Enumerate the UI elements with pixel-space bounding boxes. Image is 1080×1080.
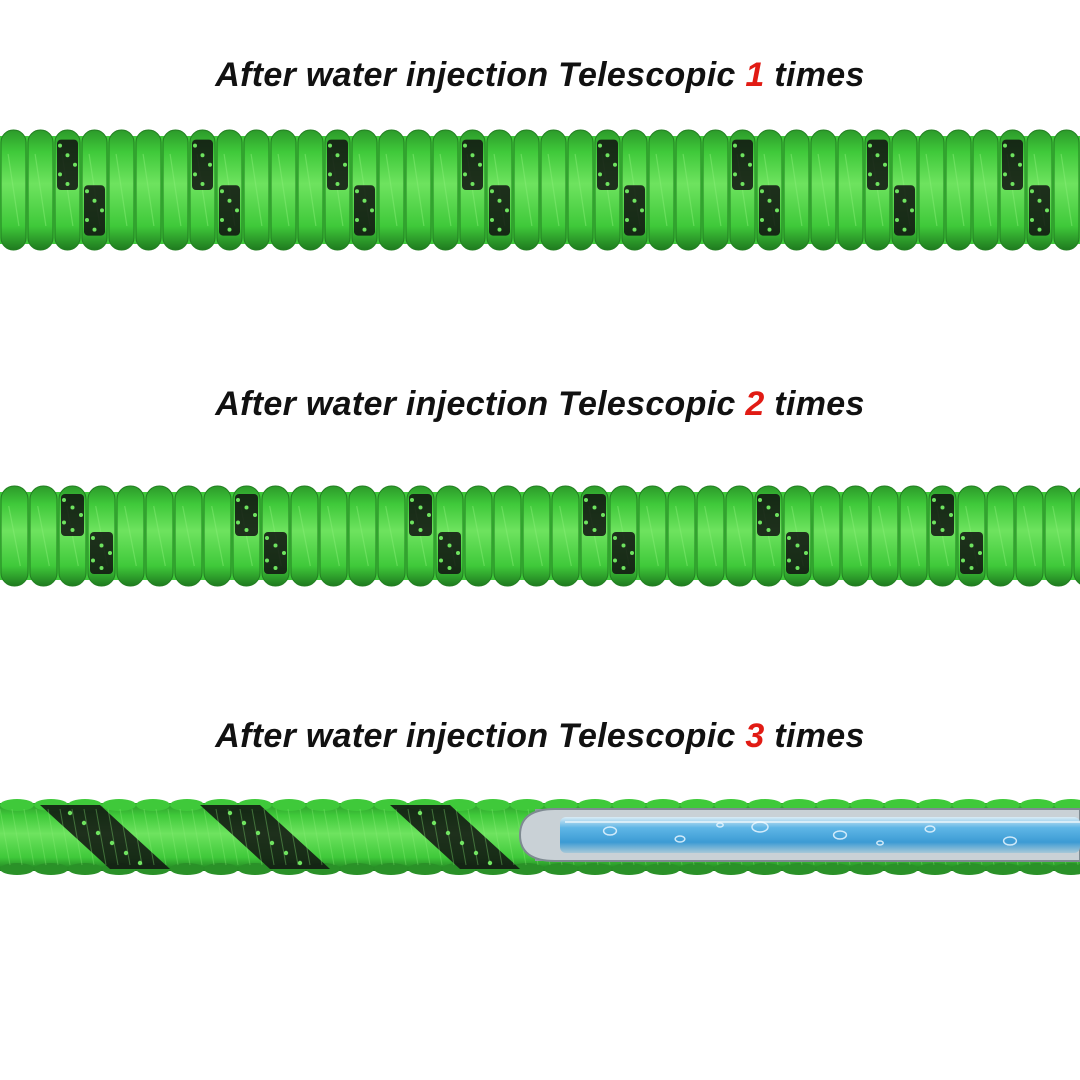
caption-text: After water injection Telescopic (215, 56, 736, 94)
hose-stage-2-image (0, 485, 1080, 587)
stage-number: 1 (745, 56, 765, 94)
stage-number: 2 (745, 385, 765, 423)
caption-text: After water injection Telescopic (215, 385, 736, 423)
hose-stage-3-image (0, 799, 1080, 875)
caption-suffix: times (774, 56, 865, 94)
caption-text: After water injection Telescopic (215, 717, 736, 755)
caption-stage-3: After water injection Telescopic 3 times (0, 717, 1080, 756)
caption-stage-2: After water injection Telescopic 2 times (0, 385, 1080, 424)
caption-stage-1: After water injection Telescopic 1 times (0, 56, 1080, 95)
hose-stage-1-image (0, 129, 1080, 251)
stage-number: 3 (745, 717, 765, 755)
caption-suffix: times (774, 717, 865, 755)
caption-suffix: times (774, 385, 865, 423)
